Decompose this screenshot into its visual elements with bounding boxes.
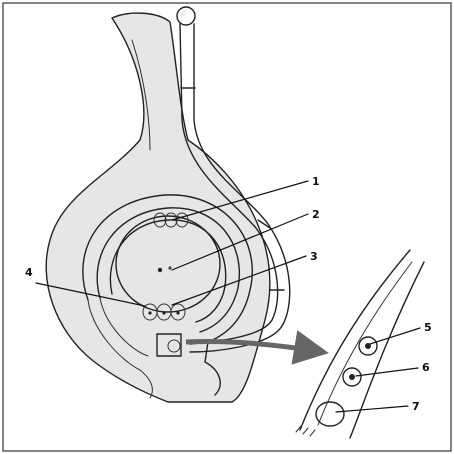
label-1: 1: [312, 175, 320, 188]
leader-6: [356, 368, 418, 376]
leader-7: [336, 406, 408, 412]
label-2: 2: [312, 208, 320, 221]
label-6: 6: [422, 361, 430, 374]
stigma: [177, 7, 195, 25]
tube-nucleus: [316, 402, 344, 426]
label-7: 7: [412, 400, 420, 413]
label-3: 3: [310, 250, 318, 263]
leader-5: [370, 328, 420, 344]
label-4: 4: [25, 266, 33, 279]
central-nucleus: [158, 268, 162, 272]
central-nucleus-2: [168, 266, 171, 269]
label-5: 5: [424, 321, 432, 334]
